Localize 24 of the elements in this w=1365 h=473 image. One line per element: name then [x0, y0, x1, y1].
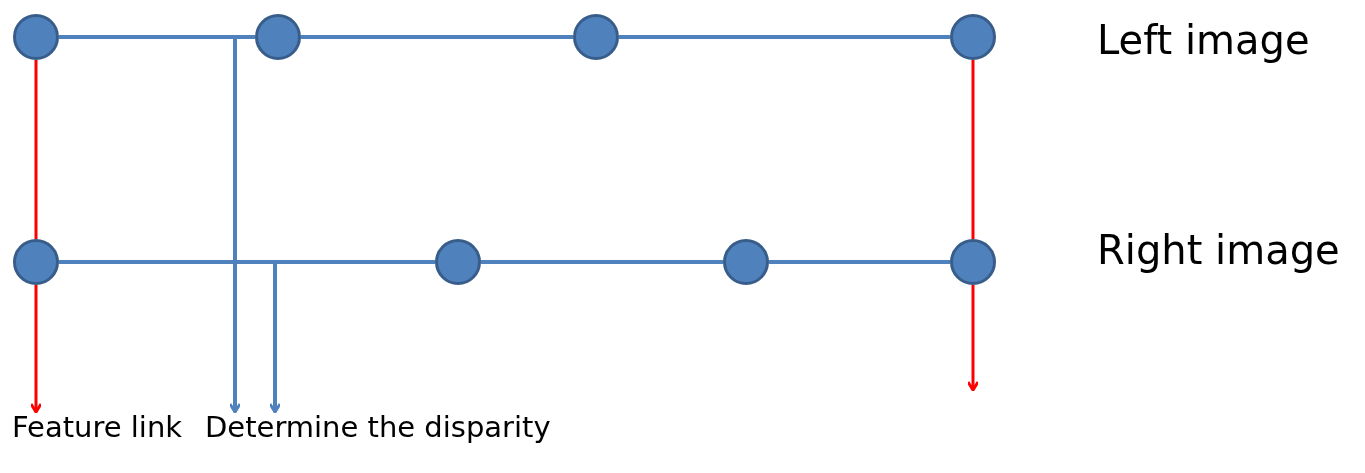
- connector-line: [619, 35, 950, 39]
- arrow: [228, 37, 242, 414]
- arrow: [966, 285, 980, 392]
- connector-line: [971, 60, 975, 239]
- caption-text: Feature link: [12, 412, 183, 444]
- connector-line: [481, 260, 723, 264]
- feature-point: [573, 14, 619, 60]
- connector-line: [769, 260, 950, 264]
- connector-line: [59, 35, 255, 39]
- feature-point: [950, 239, 996, 285]
- feature-point: [13, 239, 59, 285]
- arrow: [268, 262, 282, 414]
- feature-point: [723, 239, 769, 285]
- row-label: Right image: [1097, 228, 1340, 272]
- feature-point: [13, 14, 59, 60]
- connector-line: [301, 35, 573, 39]
- caption-text: Determine the disparity: [205, 412, 551, 444]
- feature-point: [255, 14, 301, 60]
- row-label: Left image: [1097, 18, 1310, 62]
- connector-line: [34, 60, 38, 239]
- arrow: [29, 285, 43, 414]
- feature-point: [435, 239, 481, 285]
- connector-line: [59, 260, 435, 264]
- feature-point: [950, 14, 996, 60]
